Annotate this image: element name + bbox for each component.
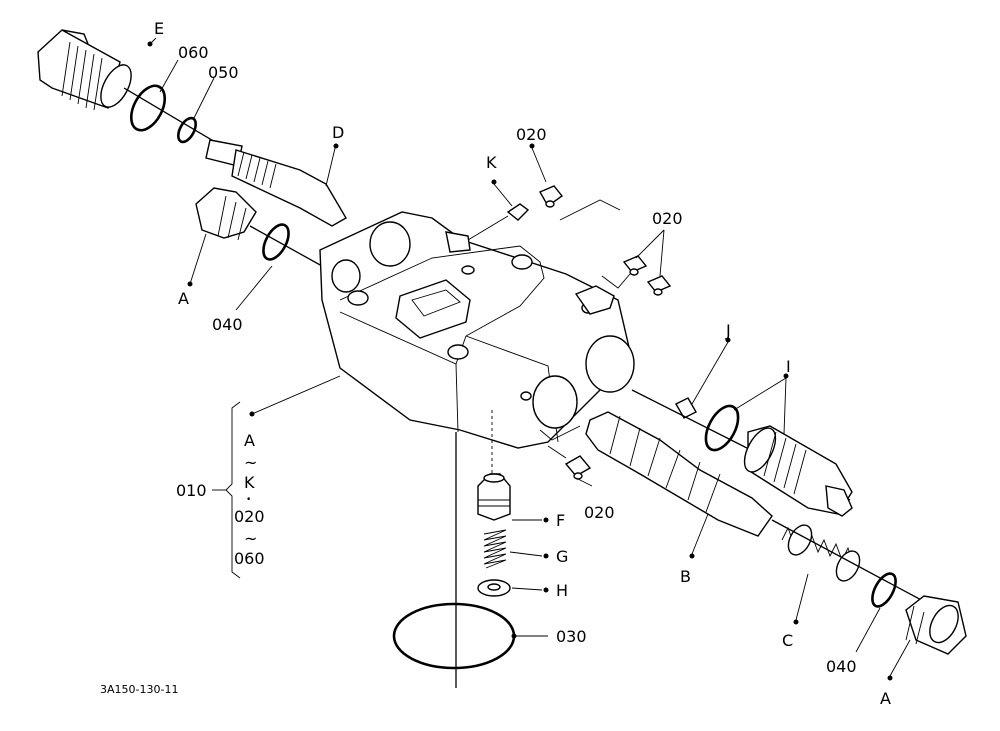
plug-i [743, 425, 853, 517]
label-e: E [154, 19, 164, 38]
needle-d [205, 139, 347, 227]
label-j: J [725, 321, 731, 340]
label-030: 030 [556, 627, 587, 646]
label-i: I [786, 357, 791, 376]
label-c: C [782, 631, 793, 650]
label-050: 050 [208, 63, 239, 82]
plug-a-left [195, 187, 257, 241]
plugs-020-right [622, 255, 672, 296]
label-010: 010 [176, 481, 207, 500]
bracket-k: K [244, 473, 255, 492]
set-screw-j [675, 397, 697, 419]
bracket-dot: • [246, 495, 251, 505]
bracket-060: 060 [234, 549, 265, 568]
plug-020-lower [564, 455, 592, 480]
set-screw-k [506, 203, 530, 221]
spool-b [585, 411, 773, 537]
check-valve-f [477, 473, 511, 521]
label-d: D [332, 123, 344, 142]
o-ring-030 [392, 602, 516, 670]
label-060: 060 [178, 43, 209, 62]
label-h: H [556, 581, 568, 600]
label-020-right: 020 [652, 209, 683, 228]
washer-h [477, 579, 511, 597]
plug-a-right [905, 595, 967, 655]
o-ring-060 [129, 84, 167, 132]
part-labels: E 060 050 D K 020 020 A 040 J I A ~ K • … [100, 19, 891, 708]
leader-lines [147, 37, 911, 681]
label-a-left: A [178, 289, 189, 308]
o-ring-i [704, 404, 740, 452]
label-a-right: A [880, 689, 891, 708]
label-f: F [556, 511, 565, 530]
drawing-code: 3A150-130-11 [100, 683, 178, 696]
bracket-tilde-1: ~ [244, 453, 257, 472]
label-020-lower: 020 [584, 503, 615, 522]
label-b: B [680, 567, 691, 586]
o-ring-040-right [871, 572, 897, 608]
label-040-left: 040 [212, 315, 243, 334]
label-g: G [556, 547, 568, 566]
plug-020-top [539, 185, 564, 208]
o-ring-050 [177, 116, 197, 144]
label-020-top: 020 [516, 125, 547, 144]
bracket-a: A [244, 431, 255, 450]
valve-body [319, 211, 635, 449]
o-ring-040-left [262, 223, 290, 261]
plug-e [37, 29, 132, 111]
bracket-tilde-2: ~ [244, 529, 257, 548]
spring-g [483, 529, 507, 569]
label-k: K [486, 153, 497, 172]
label-040-right: 040 [826, 657, 857, 676]
bracket-020: 020 [234, 507, 265, 526]
spring-c [781, 524, 861, 582]
